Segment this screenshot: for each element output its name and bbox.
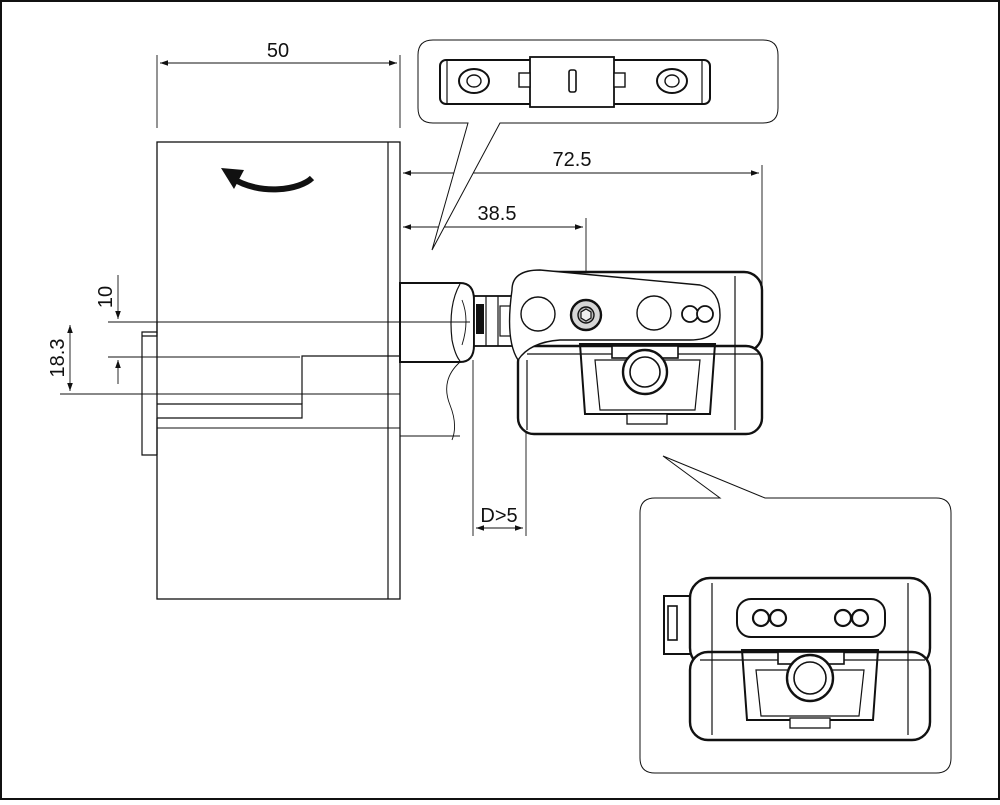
curved-arrow-icon bbox=[221, 168, 315, 193]
top-detail-callout bbox=[417, 39, 779, 251]
dim-label-50: 50 bbox=[267, 40, 289, 62]
dimension-18-3: 18.3 bbox=[47, 325, 157, 395]
hinge-side-view bbox=[399, 269, 764, 441]
dimension-50: 50 bbox=[156, 40, 401, 128]
dimension-10: 10 bbox=[95, 275, 470, 384]
bottom-detail-callout bbox=[639, 455, 952, 774]
dim-label-72-5: 72.5 bbox=[553, 149, 592, 171]
hex-socket-screw-icon bbox=[569, 298, 603, 332]
dimension-38-5: 38.5 bbox=[403, 203, 587, 272]
dim-label-18-3: 18.3 bbox=[47, 339, 69, 378]
door-panel bbox=[141, 141, 401, 600]
dim-label-10: 10 bbox=[95, 286, 117, 308]
dim-label-gap: D>5 bbox=[480, 505, 517, 527]
dimension-gap: D>5 bbox=[472, 360, 527, 536]
dim-label-38-5: 38.5 bbox=[478, 203, 517, 225]
